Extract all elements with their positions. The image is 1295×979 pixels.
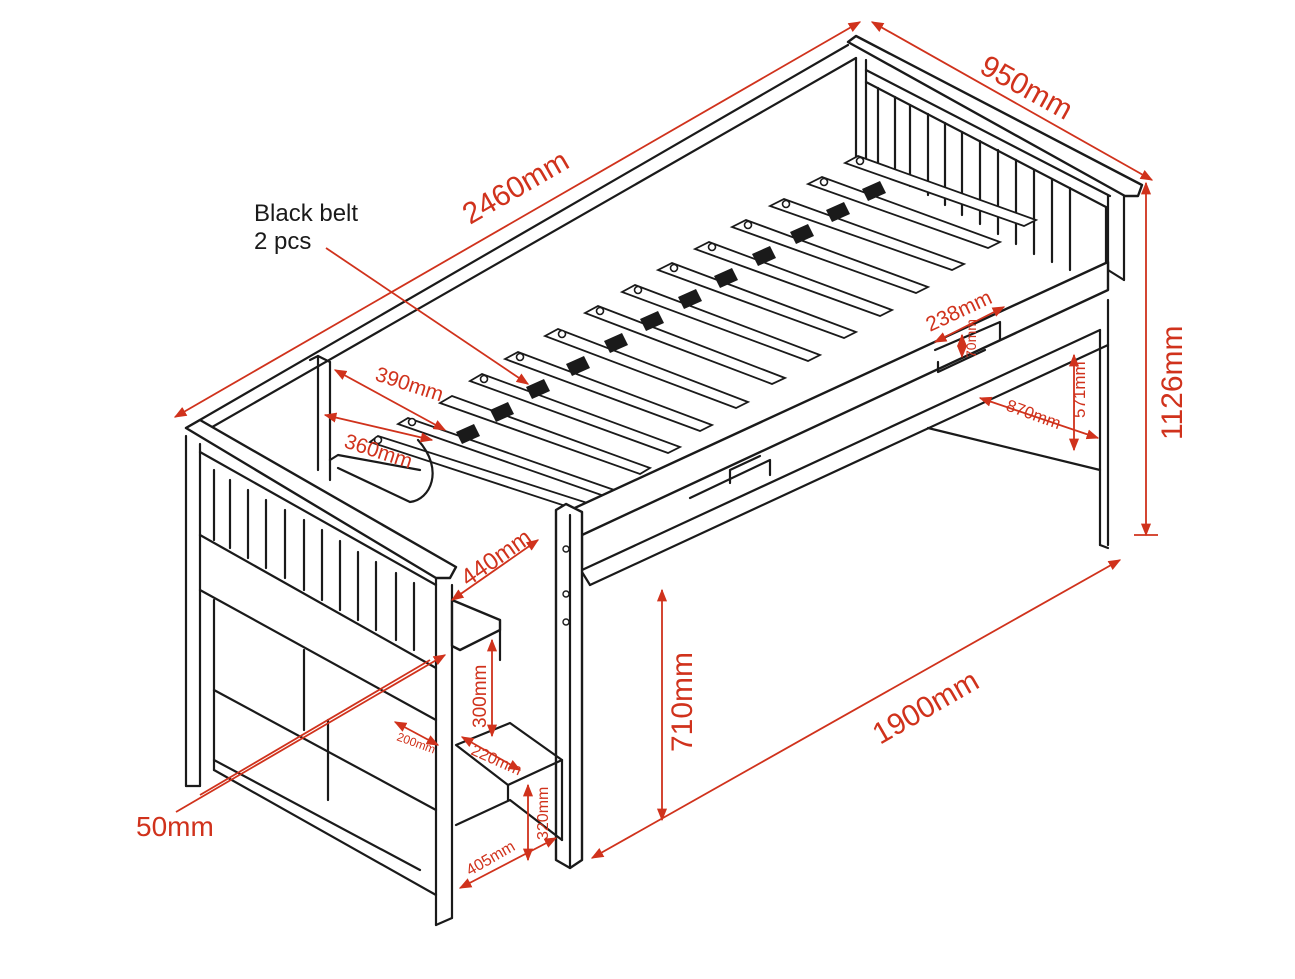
dim-70-label: 70mm [963,319,979,358]
dim-50-line-b [199,659,431,796]
storage-unit [212,576,564,927]
belt-note-line2: 2 pcs [254,228,311,255]
dim-440-label: 440mm [456,524,537,592]
dim-1900-label: 1900mm [867,664,985,751]
dim-belt-pointer [325,247,530,385]
dim-870-line [978,396,1100,440]
dim-50-label: 50mm [136,811,214,842]
dim-320-label: 320mm [535,787,552,840]
dim-220-line [460,736,522,771]
dim-50-line-a [175,654,447,813]
dim-571-label: 571mm [1070,361,1089,418]
dim-238-line [933,306,1006,343]
near-headboard [184,418,458,788]
dim-1900-line [590,559,1122,859]
dim-405-label: 405mm [464,838,519,879]
belt-note: Black belt 2 pcs [254,200,358,255]
dim-950-line [870,21,1154,181]
dim-440-line [450,539,540,601]
near-corner-post [554,502,584,870]
belt-note-line1: Black belt [254,200,358,227]
dim-1126-label: 1126mm [1156,326,1189,441]
dim-870-label: 870mm [1004,396,1064,433]
near-headboard-rails [212,468,416,652]
dim-360-line [323,412,434,443]
dim-300-label: 300mm [470,665,491,728]
dim-390-label: 390mm [372,363,446,407]
dim-220-label: 220mm [468,742,524,779]
dim-2460-label: 2460mm [457,144,575,231]
near-side-rail [564,260,1110,587]
dim-2460-line [173,21,862,418]
dim-200-line [393,721,440,746]
dim-405-line [458,837,558,889]
ladder-opening [328,438,434,504]
dimension-lines [173,21,1158,889]
dim-710-label: 710mm [666,652,699,752]
